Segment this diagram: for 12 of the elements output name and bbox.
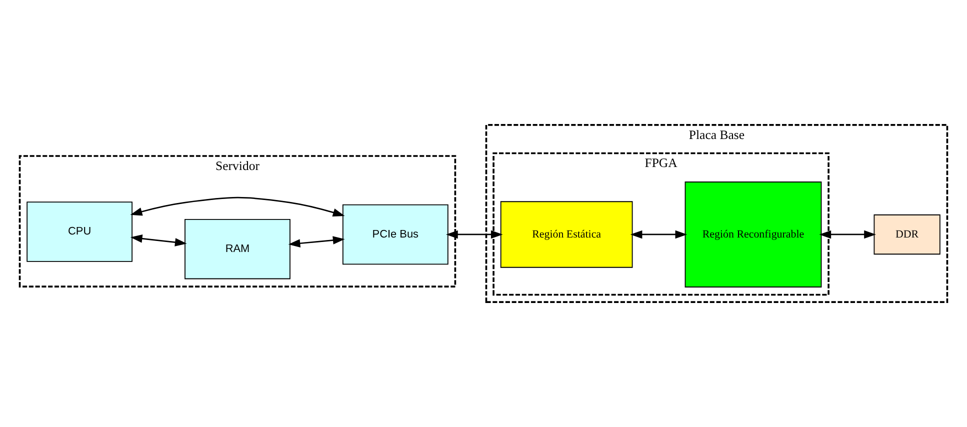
node-box: DDR xyxy=(874,214,940,255)
node-box: PCIe Bus xyxy=(342,204,448,265)
node-box: CPU xyxy=(26,202,133,262)
arrow xyxy=(130,234,187,246)
arrow xyxy=(630,230,688,239)
arrow xyxy=(446,230,503,239)
node-box: RAM xyxy=(184,218,290,280)
node-box: Región Reconfigurable xyxy=(684,182,822,288)
node-box: Región Estática xyxy=(500,201,633,268)
arrow xyxy=(819,230,876,239)
arrow xyxy=(288,236,345,248)
arrow xyxy=(130,196,345,216)
